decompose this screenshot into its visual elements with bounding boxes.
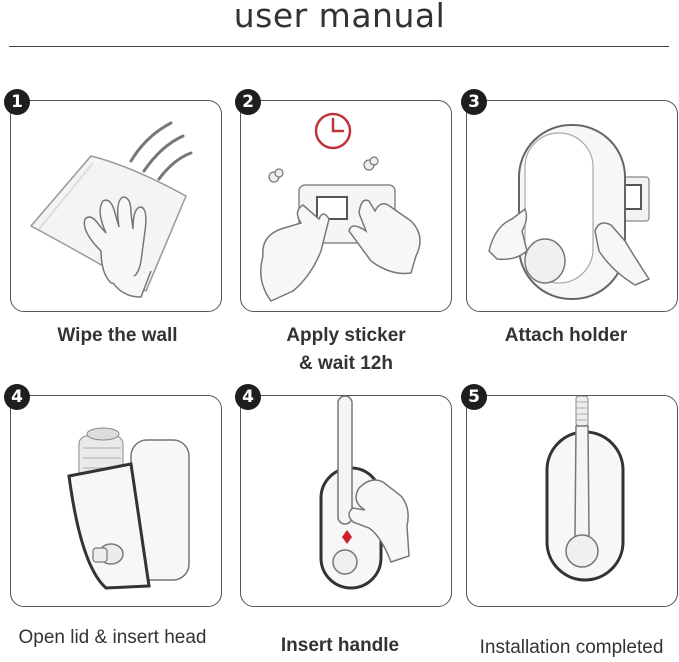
apply-sticker-icon [260,112,421,302]
step-3-caption: Attach holder [504,325,628,346]
step-4-open-lid-caption: Open lid & insert head [18,627,207,648]
step-4-open-lid-illustration [10,395,222,607]
page-title: user manual [233,0,446,35]
step-2-illustration [240,100,452,312]
step-2-caption-line-1: Apply sticker [286,325,406,346]
title-divider [9,46,669,47]
attach-holder-icon [488,124,651,300]
step-badge: 4 [235,384,261,410]
insert-handle-icon [319,396,410,590]
step-badge: 1 [4,89,30,115]
step-badge: 4 [4,384,30,410]
step-5-illustration [466,395,678,607]
step-1-caption: Wipe the wall [57,325,178,346]
step-badge: 2 [235,89,261,115]
step-4-insert-handle-caption: Insert handle [280,635,400,656]
step-5-caption: Installation completed [479,637,664,658]
wipe-wall-icon [29,121,193,298]
step-badge: 5 [461,384,487,410]
installation-completed-icon [545,396,625,582]
step-badge: 3 [461,89,487,115]
step-2-caption: Apply sticker & wait 12h [240,322,452,378]
step-2-caption-line-2: & wait 12h [299,353,393,374]
step-4-insert-handle-illustration [240,395,452,607]
step-3-illustration [466,100,678,312]
step-1-illustration [10,100,222,312]
open-lid-icon [67,427,190,590]
